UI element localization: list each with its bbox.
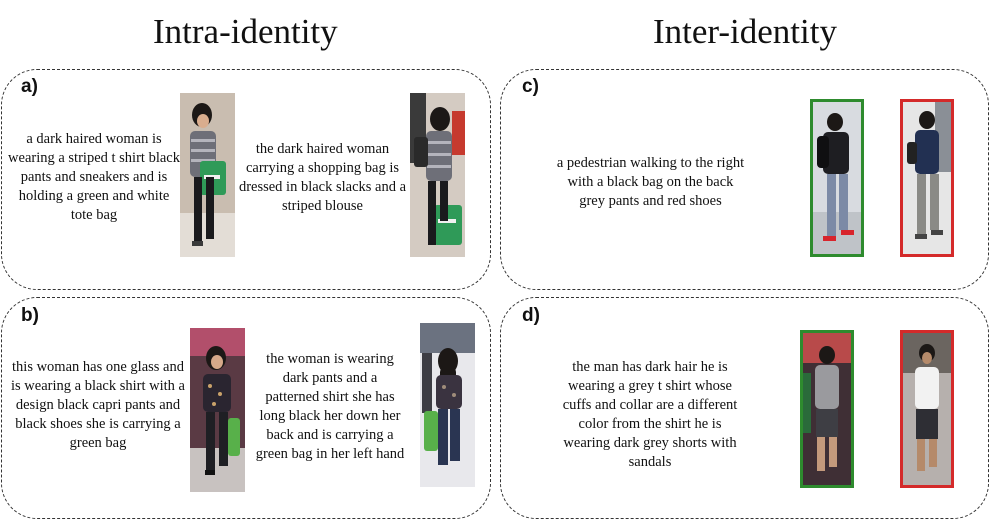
panel-b-label: b)	[21, 305, 39, 326]
panel-c-label: c)	[522, 76, 539, 97]
panel-d-photo-mismatch	[900, 330, 954, 488]
panel-d-photo-match	[800, 330, 854, 488]
panel-c-photo-mismatch	[900, 99, 954, 257]
panel-b-photo-2	[420, 323, 475, 487]
panel-d-caption: the man has dark hair he is wearing a gr…	[562, 359, 738, 470]
panel-b-caption-left: this woman has one glass and is wearing …	[11, 359, 185, 451]
panel-a-photo-1	[180, 93, 235, 257]
panel-b-photo-1	[190, 328, 245, 492]
panel-c	[500, 69, 989, 290]
panel-a-label: a)	[21, 76, 38, 97]
panel-b	[1, 297, 491, 519]
panel-a-caption-left: a dark haired woman is wearing a striped…	[8, 131, 180, 223]
inter-identity-heading: Inter-identity	[653, 12, 837, 51]
panel-a	[1, 69, 491, 290]
intra-identity-heading: Intra-identity	[153, 12, 338, 51]
panel-a-caption-right: the dark haired woman carrying a shoppin…	[238, 141, 407, 214]
panel-c-photo-match	[810, 99, 864, 257]
panel-c-caption: a pedestrian walking to the right with a…	[556, 155, 745, 209]
panel-a-photo-2	[410, 93, 465, 257]
panel-d	[500, 297, 989, 519]
panel-b-caption-right: the woman is wearing dark pants and a pa…	[255, 351, 405, 462]
panel-d-label: d)	[522, 305, 540, 326]
